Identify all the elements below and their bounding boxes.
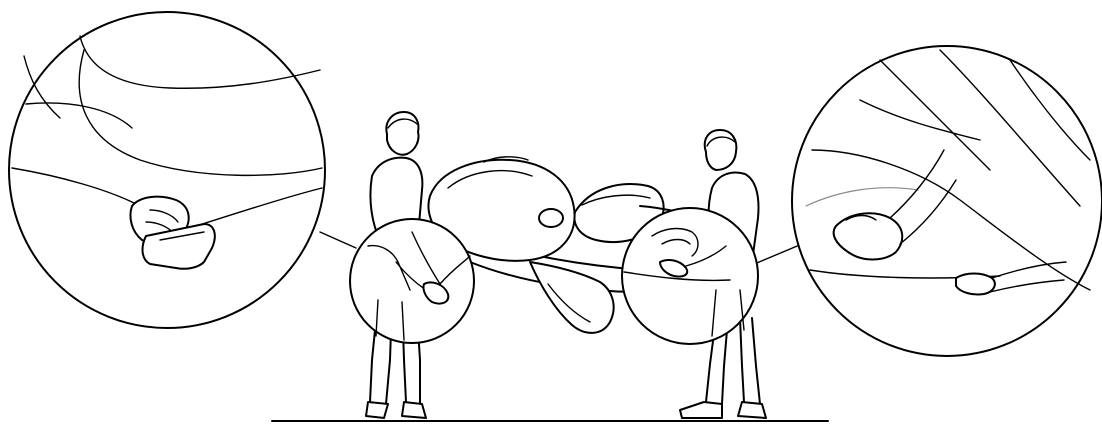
left-person-shoe-left <box>366 402 388 418</box>
right-person-shoe-right <box>738 402 766 418</box>
right-inset-border <box>622 208 758 344</box>
left-closeup-border <box>9 12 325 328</box>
right-person-head <box>705 130 737 170</box>
left-closeup-detail <box>9 12 325 328</box>
right-closeup-lower-hand <box>956 274 995 295</box>
right-closeup-detail <box>792 46 1102 356</box>
left-inset-circle <box>350 219 474 343</box>
left-person-shoe-right <box>402 402 426 418</box>
right-closeup-border <box>792 46 1102 356</box>
left-leader-line <box>320 232 356 248</box>
left-inset-border <box>350 219 474 343</box>
right-person-right-leg <box>740 318 744 402</box>
right-inset-circle <box>622 208 758 344</box>
right-leader-line <box>752 244 802 265</box>
chair-shell-button <box>539 209 563 227</box>
chair-leg-rest <box>530 262 614 333</box>
right-person-shoe-left <box>680 402 722 418</box>
left-person-head <box>386 112 418 155</box>
right-person-right-leg-outer <box>752 318 760 404</box>
